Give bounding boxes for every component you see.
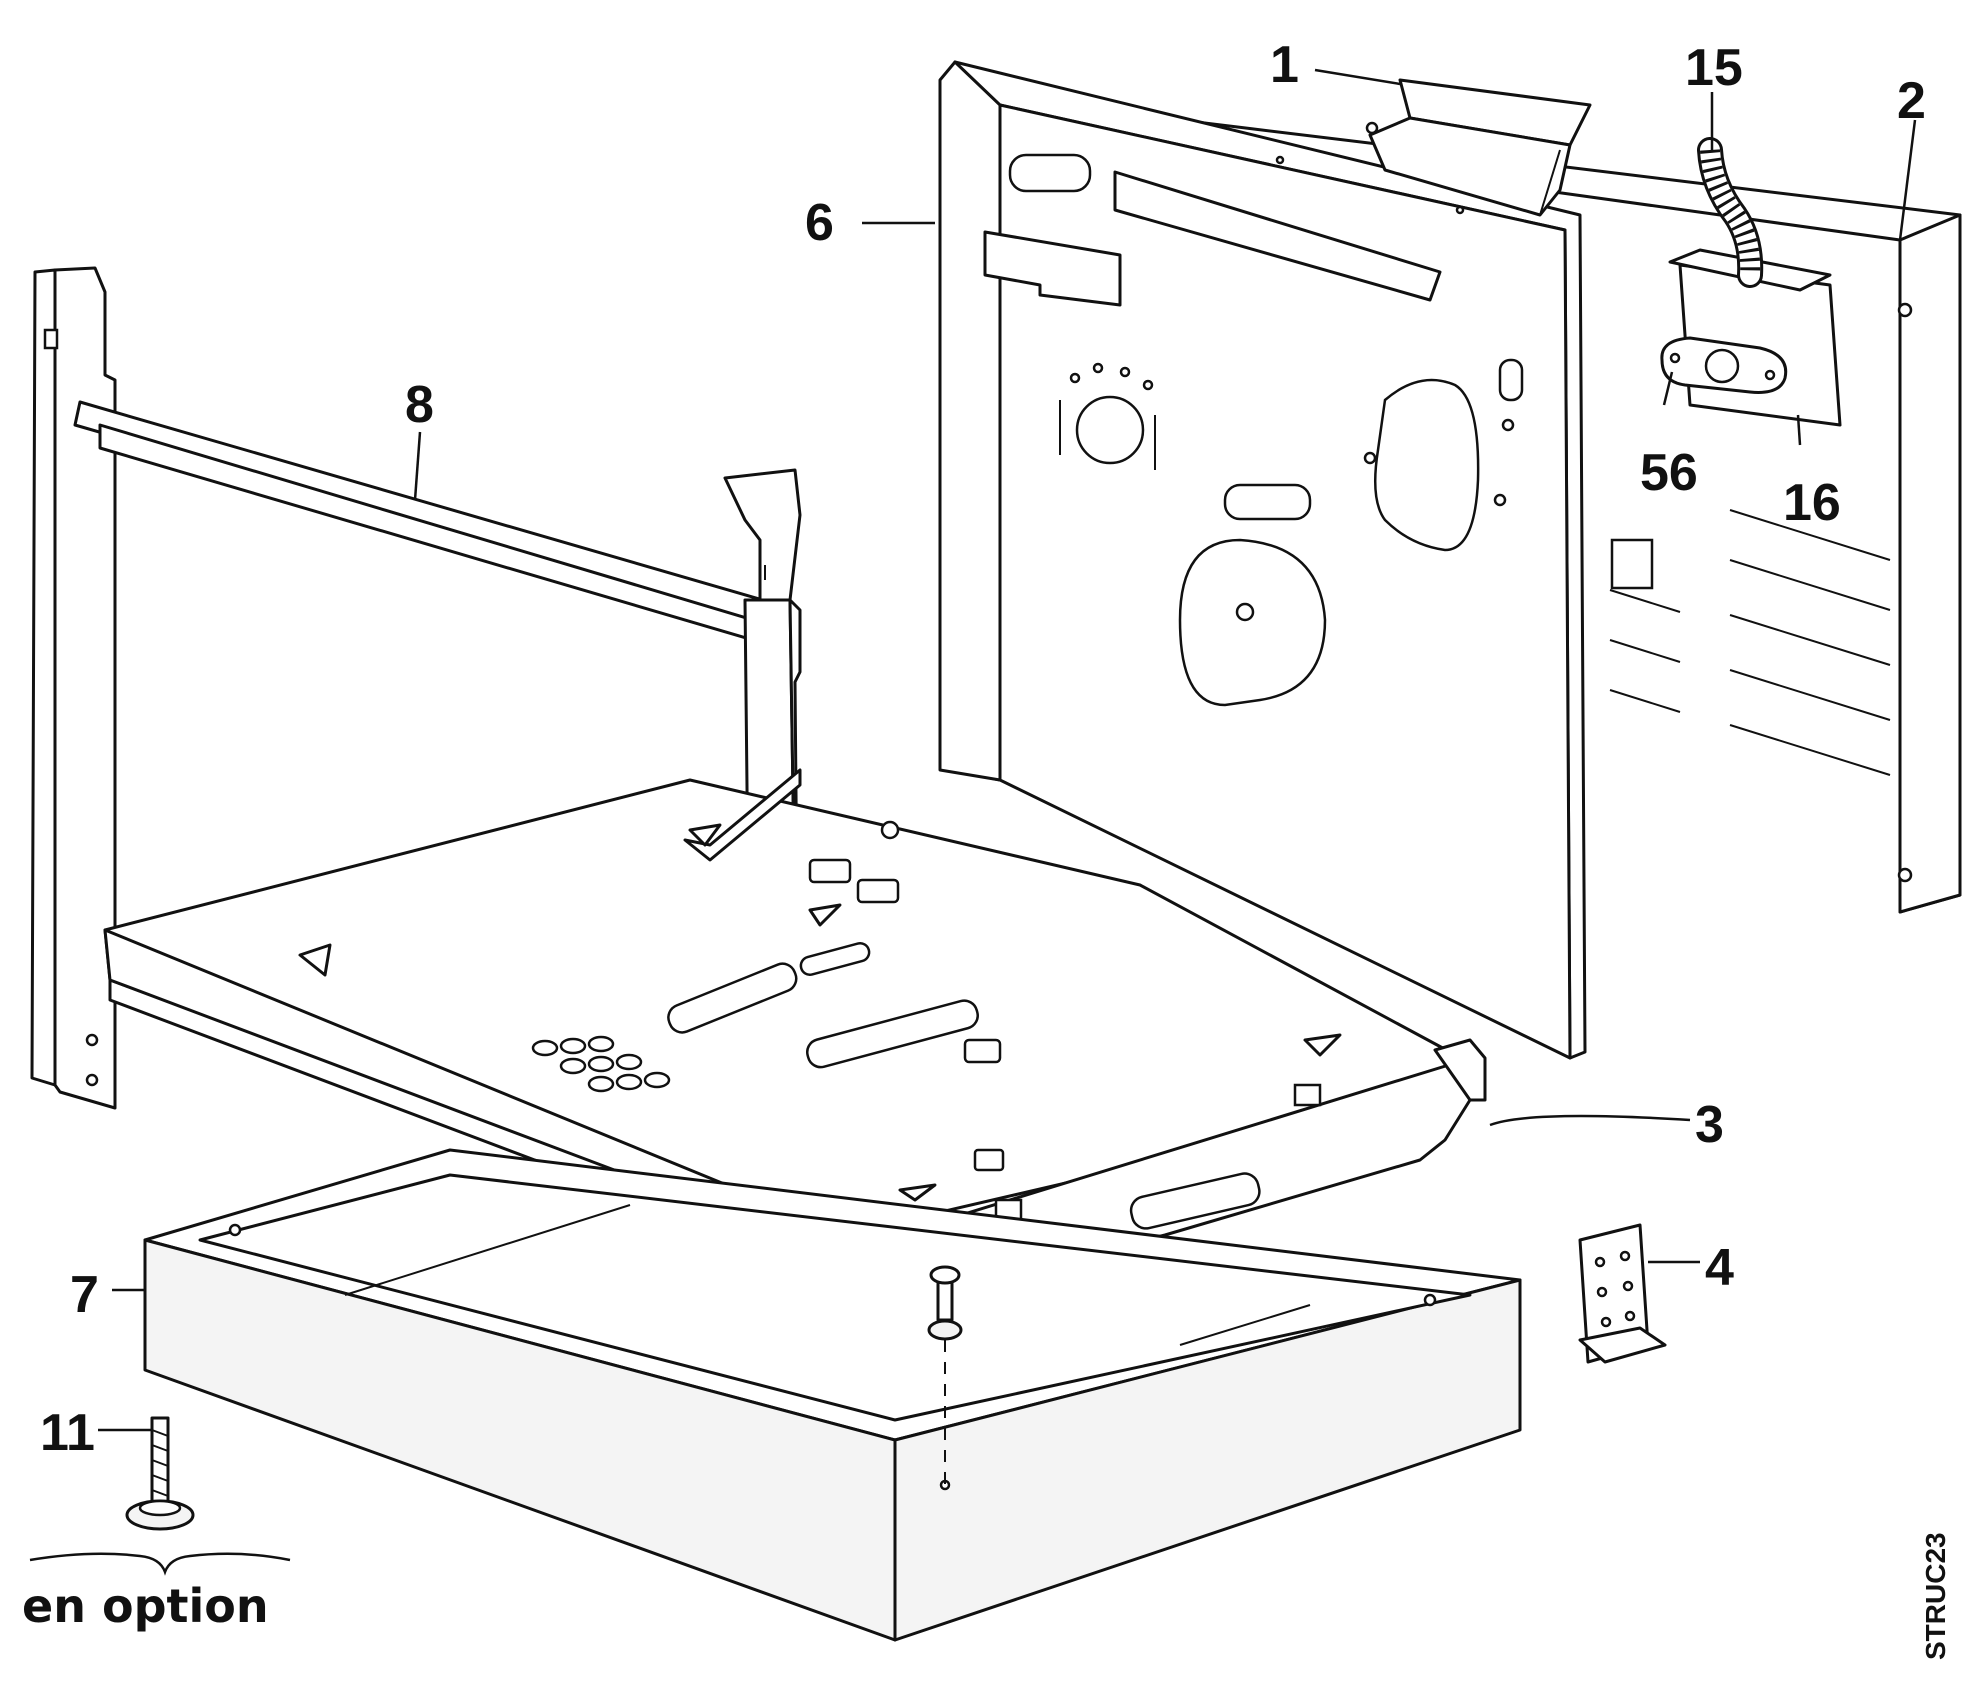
callout-11: 11 <box>40 1404 95 1462</box>
callout-56: 56 <box>1640 444 1698 502</box>
back-plate-fan-opening <box>1178 538 1327 707</box>
tray-slots <box>667 858 1005 1172</box>
part-15-flexible-hose <box>1697 137 1764 288</box>
callout-8: 8 <box>405 376 434 434</box>
part-56-gasket <box>1660 336 1788 394</box>
part-7-plinth <box>143 1148 1522 1642</box>
adjustable-foot-screw <box>927 1265 963 1485</box>
rear-panel-vent-slots <box>1609 509 1891 776</box>
part-1-top-bracket <box>1365 78 1592 217</box>
back-plate-triangular-opening <box>1373 378 1480 552</box>
callout-4: 4 <box>1705 1239 1734 1297</box>
option-note: en option <box>22 1579 269 1633</box>
callout-1: 1 <box>1270 36 1299 94</box>
part-2-rear-panel <box>1178 118 1962 914</box>
callout-16: 16 <box>1783 474 1841 532</box>
callout-15: 15 <box>1685 39 1743 97</box>
part-4-angle-bracket <box>1578 1223 1667 1364</box>
leader-lines <box>98 68 1917 1432</box>
figure-code: STRUC23 <box>1920 1532 1951 1660</box>
part-6-back-plate <box>938 60 1587 1060</box>
tray-vent-holes <box>531 1035 671 1093</box>
callout-6: 6 <box>805 194 834 252</box>
callout-7: 7 <box>70 1266 99 1324</box>
part-11-levelling-foot <box>29 1416 291 1576</box>
callout-2: 2 <box>1897 72 1926 130</box>
back-plate-knob-hole <box>1059 362 1156 470</box>
callout-3: 3 <box>1695 1096 1724 1154</box>
